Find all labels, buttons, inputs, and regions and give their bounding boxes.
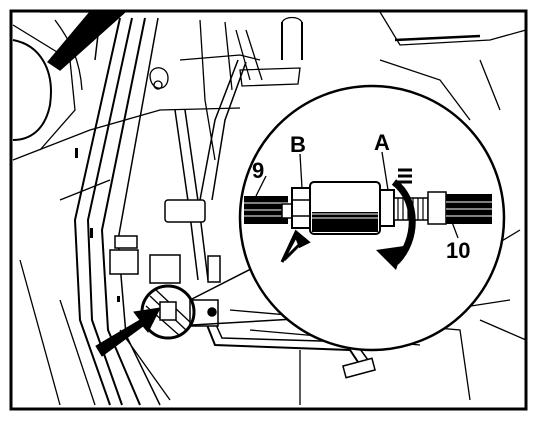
callout-b: B	[290, 132, 306, 157]
connector-sleeve	[309, 181, 395, 235]
hose-10	[446, 194, 492, 224]
leader-b	[299, 153, 303, 189]
push-arrow-b	[280, 229, 311, 263]
detail-magnifier	[238, 84, 506, 352]
leader-9	[255, 175, 267, 197]
leader-a	[381, 151, 389, 191]
brake-lines	[73, 17, 376, 406]
valve-cluster	[109, 199, 221, 327]
leader-10	[451, 221, 459, 239]
callout-10: 10	[446, 238, 470, 263]
callout-9: 9	[252, 158, 264, 183]
pointer-arrow-main	[95, 307, 161, 357]
rotation-arrow	[376, 168, 416, 270]
callout-a: A	[374, 130, 390, 155]
